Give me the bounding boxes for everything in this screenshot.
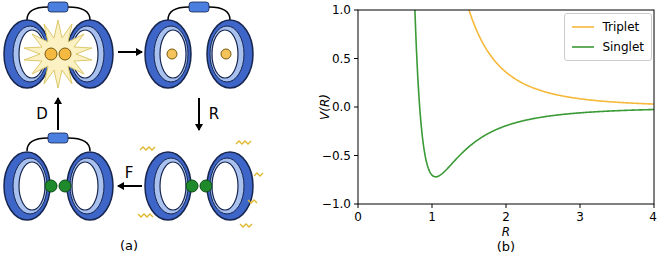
coupler-block bbox=[48, 2, 209, 143]
tick-label: −1.0 bbox=[322, 198, 351, 210]
ring-resonator bbox=[4, 152, 50, 220]
ring-resonator bbox=[145, 152, 191, 220]
tick-label: 0 bbox=[354, 211, 362, 223]
photon-dot bbox=[59, 48, 71, 60]
starburst bbox=[24, 20, 92, 88]
legend-sample bbox=[571, 42, 595, 52]
step-label: D bbox=[36, 107, 48, 122]
legend-box: TripletSinglet bbox=[564, 13, 652, 61]
ring-resonator bbox=[207, 152, 253, 220]
photon-dot bbox=[221, 49, 231, 59]
tick-label: 0.0 bbox=[332, 101, 351, 113]
plot-curves bbox=[402, 10, 654, 177]
panel-label: (a) bbox=[120, 239, 138, 252]
tick-label: 1.0 bbox=[332, 4, 351, 16]
axis-ticks bbox=[354, 10, 654, 208]
tick-label: 2 bbox=[502, 211, 510, 223]
ring-resonator bbox=[67, 152, 113, 220]
molecule-dot bbox=[59, 180, 71, 192]
ring-resonator bbox=[207, 20, 253, 88]
photon-dot bbox=[167, 49, 177, 59]
legend-entry: Triplet bbox=[571, 17, 644, 37]
legend-sample bbox=[571, 22, 595, 32]
tick-label: 4 bbox=[649, 211, 657, 223]
molecule-dot bbox=[45, 180, 57, 192]
tick-label: 3 bbox=[576, 211, 584, 223]
legend-entry: Singlet bbox=[571, 37, 644, 57]
molecule-dot bbox=[200, 180, 212, 192]
axis-label: R bbox=[502, 226, 510, 238]
tick-label: 0.5 bbox=[332, 53, 351, 65]
cycle-arrow bbox=[58, 52, 199, 186]
axes-frame bbox=[358, 10, 654, 204]
molecule-dot bbox=[186, 180, 198, 192]
legend-text: Singlet bbox=[602, 40, 644, 54]
tick-label: −0.5 bbox=[322, 150, 351, 162]
ring-resonator bbox=[145, 20, 191, 88]
photon-dot bbox=[45, 48, 57, 60]
tick-label: 1 bbox=[428, 211, 436, 223]
step-label: F bbox=[125, 166, 134, 181]
axis-label: V(R) bbox=[319, 94, 331, 120]
panel-label: (b) bbox=[497, 240, 515, 253]
emission-wiggle bbox=[138, 141, 263, 227]
step-label: R bbox=[209, 107, 219, 122]
legend-text: Triplet bbox=[602, 20, 639, 34]
